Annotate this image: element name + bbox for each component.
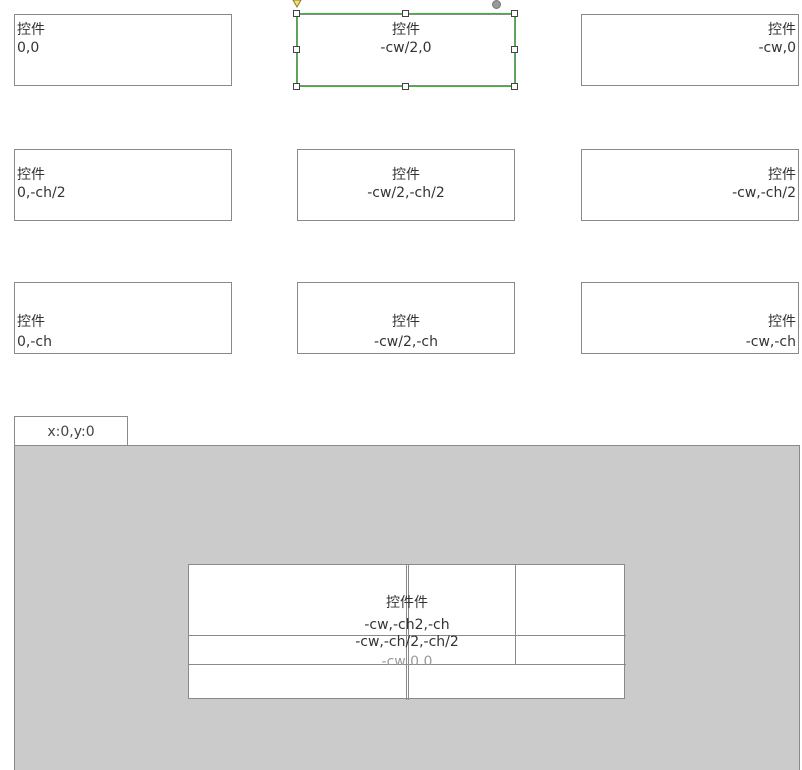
widget-label: 控件 bbox=[17, 22, 45, 38]
widget-top-center[interactable]: 控件 -cw/2,0 bbox=[297, 14, 515, 86]
resize-handle-top-right[interactable] bbox=[511, 10, 518, 17]
resize-handle-top-left[interactable] bbox=[293, 10, 300, 17]
widget-label: 控件 bbox=[392, 314, 420, 330]
widget-top-left[interactable]: 控件 0,0 bbox=[14, 14, 232, 86]
widget-coords: -cw,-ch/2 bbox=[732, 185, 796, 201]
widget-bottom-center[interactable]: 控件 -cw/2,-ch bbox=[297, 282, 515, 354]
horizontal-divider bbox=[189, 664, 626, 665]
horizontal-divider bbox=[189, 635, 626, 636]
preview-line-2: -cw,-ch2,-ch bbox=[364, 617, 450, 633]
vertical-divider bbox=[408, 565, 409, 700]
widget-middle-center[interactable]: 控件 -cw/2,-ch/2 bbox=[297, 149, 515, 221]
widget-coords: -cw/2,-ch/2 bbox=[367, 185, 445, 201]
widget-label: 控件 bbox=[392, 22, 420, 38]
resize-handle-right[interactable] bbox=[511, 46, 518, 53]
widget-label: 控件 bbox=[392, 167, 420, 183]
widget-middle-left[interactable]: 控件 0,-ch/2 bbox=[14, 149, 232, 221]
widget-coords: 0,-ch bbox=[17, 334, 52, 350]
widget-coords: 0,-ch/2 bbox=[17, 185, 66, 201]
widget-bottom-left[interactable]: 控件 0,-ch bbox=[14, 282, 232, 354]
preview-line-3: -cw,-ch/2,-ch/2 bbox=[355, 634, 459, 650]
widget-top-right[interactable]: 控件 -cw,0 bbox=[581, 14, 799, 86]
widget-coords: -cw/2,0 bbox=[380, 40, 432, 56]
widget-label: 控件 bbox=[17, 314, 45, 330]
resize-handle-left[interactable] bbox=[293, 46, 300, 53]
coordinate-tab[interactable]: x:0,y:0 bbox=[14, 416, 128, 446]
widget-coords: 0,0 bbox=[17, 40, 40, 56]
preview-widget-stack[interactable]: -cw,0,0 控件件 -cw,-ch2,-ch -cw,-ch/2,-ch/2 bbox=[188, 564, 626, 700]
preview-canvas[interactable]: -cw,0,0 控件件 -cw,-ch2,-ch -cw,-ch/2,-ch/2 bbox=[14, 445, 800, 770]
vertical-divider bbox=[406, 565, 407, 700]
resize-handle-bottom-left[interactable] bbox=[293, 83, 300, 90]
widget-coords: -cw,0 bbox=[758, 40, 796, 56]
widget-bottom-right[interactable]: 控件 -cw,-ch bbox=[581, 282, 799, 354]
widget-coords: -cw/2,-ch bbox=[374, 334, 438, 350]
preview-line-4: -cw,0,0 bbox=[381, 654, 433, 665]
rotate-handle[interactable] bbox=[492, 0, 501, 9]
widget-label: 控件 bbox=[768, 22, 796, 38]
resize-handle-bottom[interactable] bbox=[402, 83, 409, 90]
widget-coords: -cw,-ch bbox=[745, 334, 796, 350]
widget-middle-right[interactable]: 控件 -cw,-ch/2 bbox=[581, 149, 799, 221]
anchor-pin-icon[interactable] bbox=[292, 0, 302, 9]
preview-line-1: 控件件 bbox=[386, 595, 428, 611]
widget-label: 控件 bbox=[768, 167, 796, 183]
vertical-divider bbox=[515, 565, 516, 665]
widget-label: 控件 bbox=[17, 167, 45, 183]
resize-handle-bottom-right[interactable] bbox=[511, 83, 518, 90]
resize-handle-top[interactable] bbox=[402, 10, 409, 17]
widget-label: 控件 bbox=[768, 314, 796, 330]
